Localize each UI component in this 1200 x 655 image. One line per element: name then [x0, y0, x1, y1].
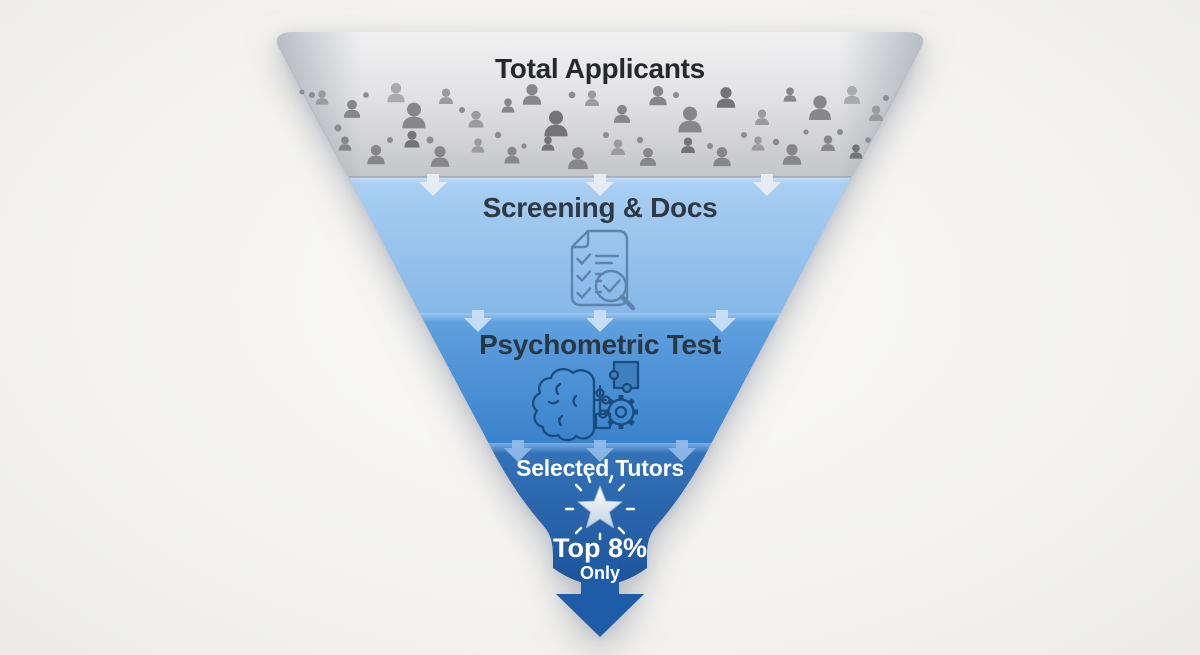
brain-puzzle-gear-icon [532, 360, 640, 442]
flow-down-arrow-icon [464, 310, 492, 332]
puzzle-piece-filled [608, 360, 640, 394]
applicant-dot [803, 129, 809, 135]
applicant-dot [309, 92, 315, 98]
applicant-dot [494, 131, 502, 139]
applicant-dot [568, 91, 576, 99]
funnel-edge-shading [276, 32, 924, 585]
applicant-dot [673, 92, 679, 98]
applicant-dot [363, 92, 369, 98]
applicant-dot [707, 143, 713, 149]
applicant-crowd [299, 82, 889, 170]
flow-down-arrow-icon [586, 310, 614, 332]
applicant-dot [334, 124, 342, 132]
flow-down-arrow-icon [586, 440, 614, 462]
applicant-dot [636, 136, 644, 144]
stage-flow-arrows [419, 174, 781, 462]
document-checklist-magnifier-icon [570, 229, 636, 311]
applicant-dot [865, 137, 871, 143]
applicant-dot [837, 129, 843, 135]
gear-icon [604, 395, 638, 429]
star-icon [564, 474, 636, 541]
applicant-dot [299, 89, 305, 95]
flow-down-arrow-icon [668, 440, 696, 462]
applicant-dot [521, 143, 527, 149]
flow-down-arrow-icon [419, 174, 447, 196]
result-subline: Only [580, 563, 620, 583]
stage-label-total-applicants: Total Applicants [495, 53, 705, 84]
stage-label-screening-docs: Screening & Docs [483, 192, 718, 223]
applicant-dot [741, 132, 747, 138]
flow-down-arrow-icon [708, 310, 736, 332]
applicant-dot [883, 95, 889, 101]
applicant-dot [387, 137, 393, 143]
applicant-dot [426, 136, 434, 144]
stage-label-selected-tutors: Selected Tutors [516, 455, 684, 481]
applicant-dot [459, 107, 465, 113]
flow-down-arrow-icon [586, 174, 614, 196]
flow-down-arrow-icon [753, 174, 781, 196]
applicant-dot [603, 132, 609, 138]
applicant-dot [772, 138, 780, 146]
star-rays [564, 474, 636, 541]
flow-down-arrow-icon [504, 440, 532, 462]
output-arrow-icon [556, 560, 644, 637]
stage-label-psychometric-test: Psychometric Test [479, 329, 721, 360]
